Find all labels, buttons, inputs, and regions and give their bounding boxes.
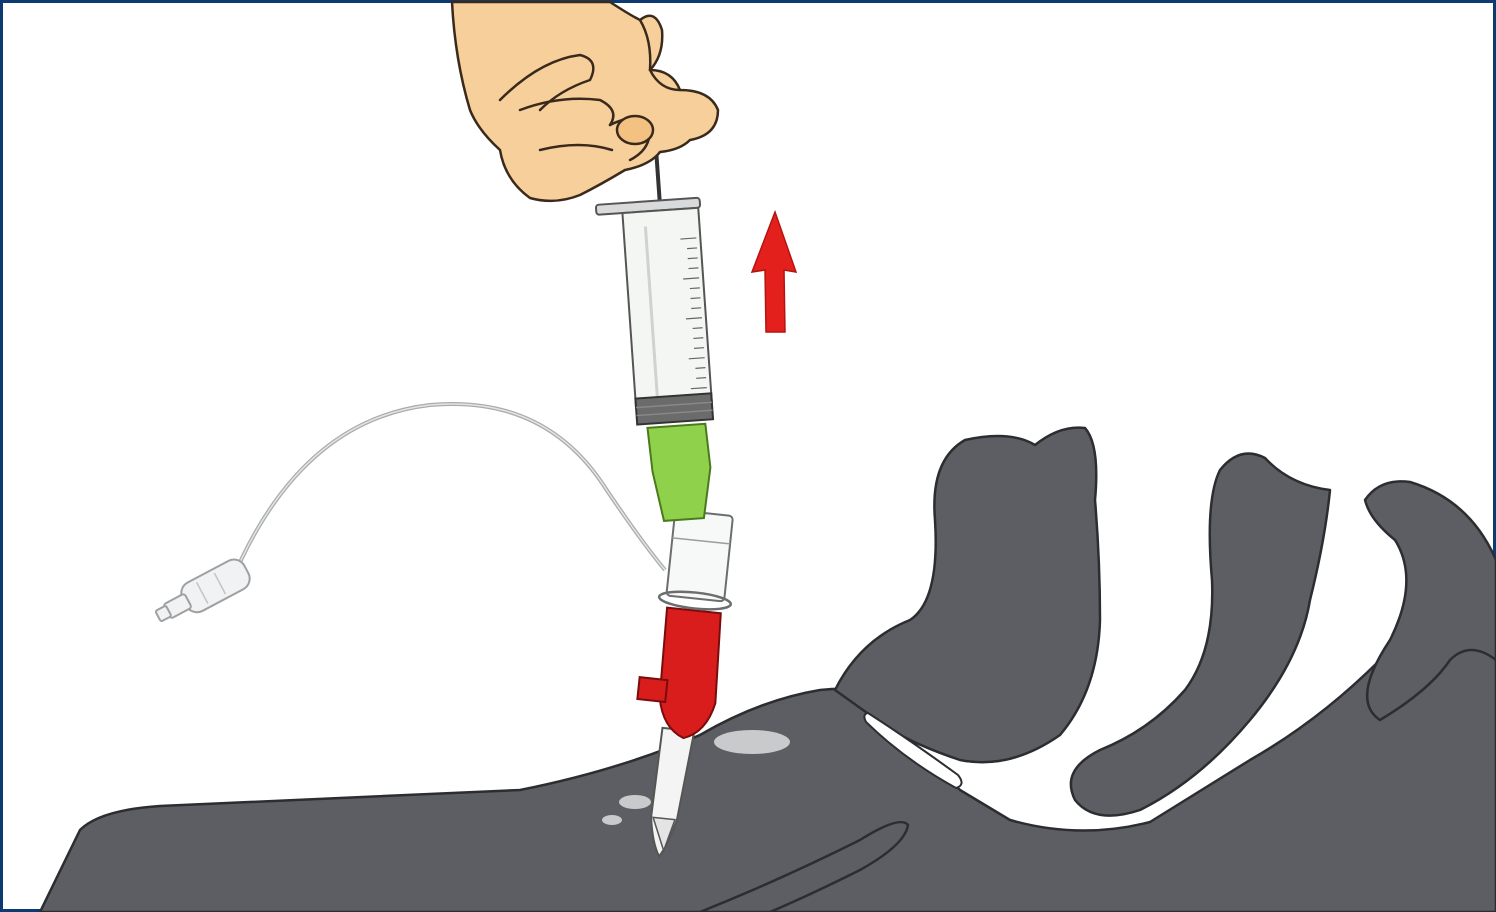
tissue-highlight-1: [714, 730, 790, 754]
tissue-highlight-3: [602, 815, 622, 825]
tissue-highlight-2: [619, 795, 651, 809]
red-hub-wing: [637, 677, 667, 702]
syringe-stopper: [635, 393, 713, 424]
thumbnail: [617, 116, 653, 144]
connector: [666, 510, 733, 602]
